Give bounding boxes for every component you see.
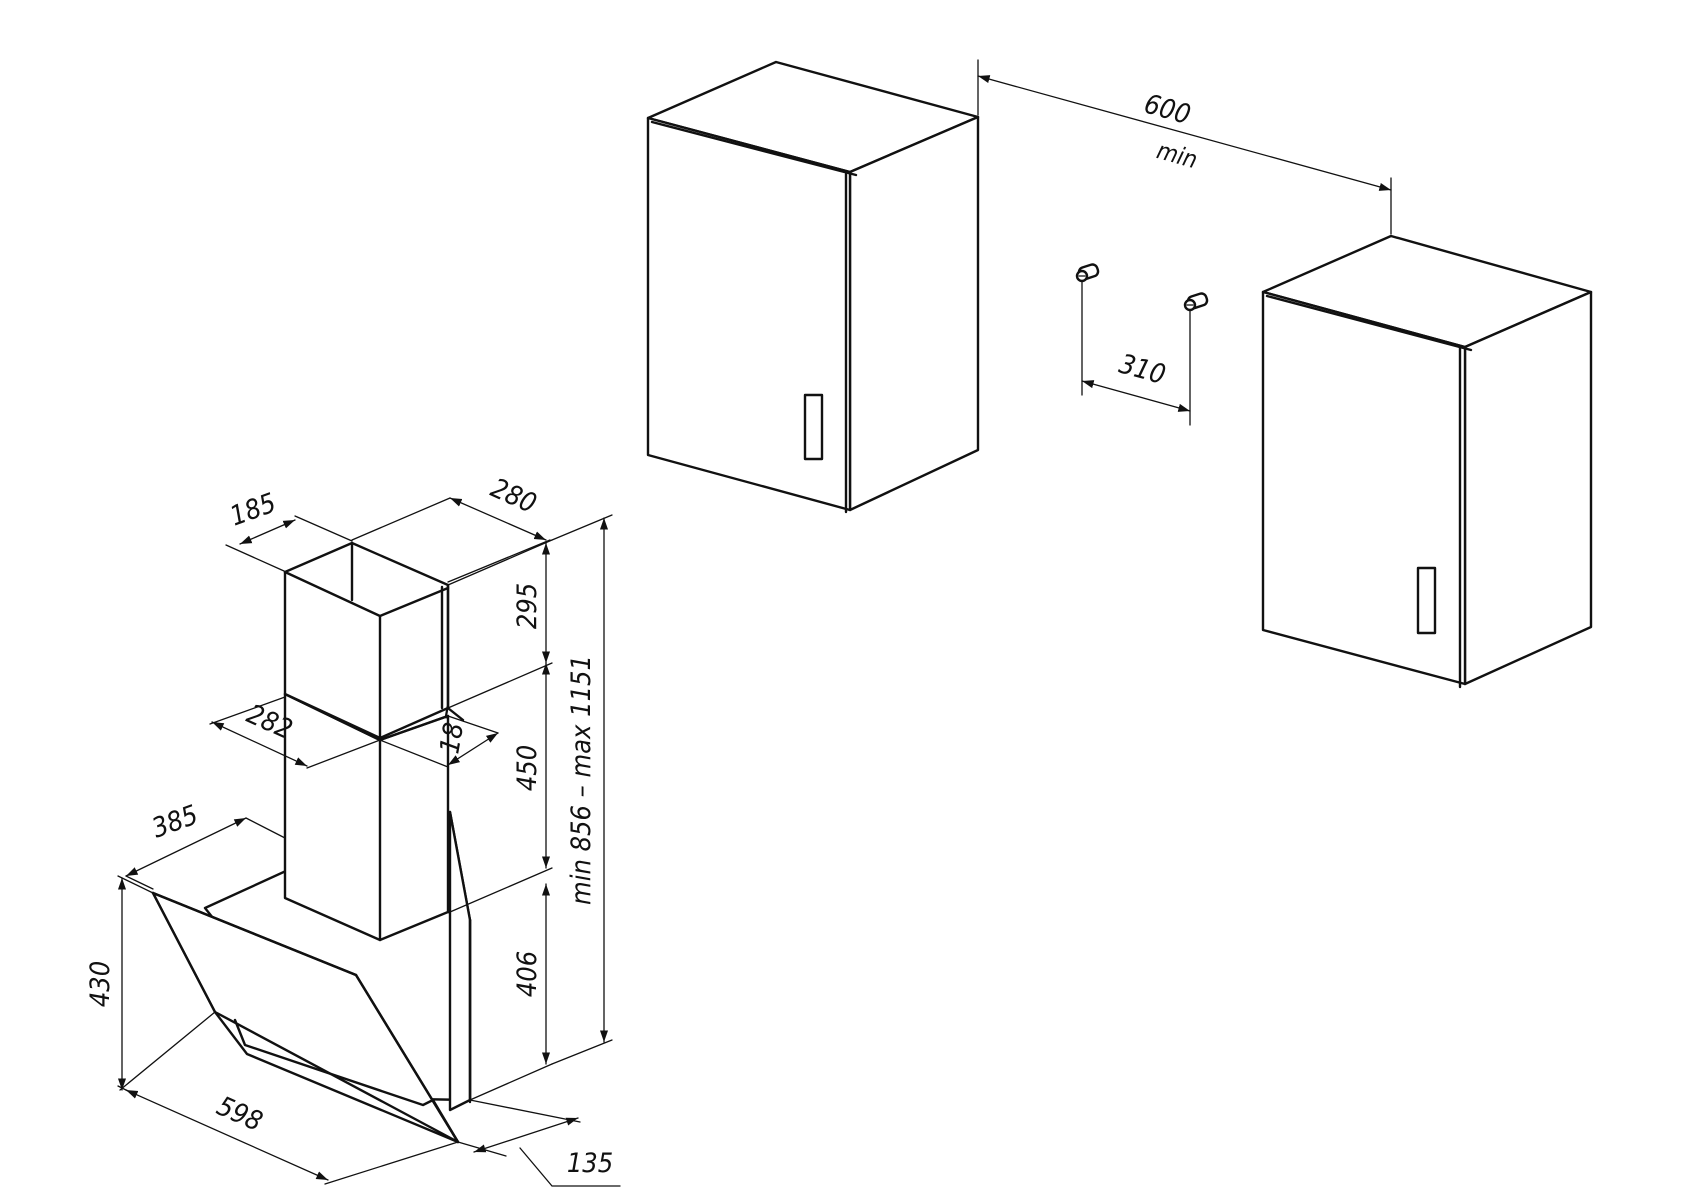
dim-135-label: 135: [567, 1148, 613, 1179]
dim-310-label: 310: [1116, 349, 1169, 391]
dim-385-label: 385: [148, 800, 202, 845]
cooker-hood: [151, 541, 472, 1144]
dim-406-label: 406: [512, 951, 543, 997]
hood-right-side: [448, 810, 472, 1112]
dim-min-label: min: [1154, 136, 1201, 174]
cabinet-left-handle: [803, 393, 824, 461]
dim-cabinet-gap: 600 min: [977, 59, 1392, 235]
mounting-screws: 310: [1075, 263, 1209, 426]
screw-right-icon: [1183, 292, 1209, 312]
dim-450-label: 450: [512, 745, 543, 791]
wall-cabinet-left: [646, 60, 980, 514]
cabinet-left-side: [848, 115, 980, 512]
dim-hood-depth: 385: [125, 800, 286, 890]
cabinet-right-front: [1261, 290, 1467, 686]
screw-left-icon: [1075, 263, 1100, 283]
dim-295-label: 295: [512, 583, 543, 629]
dim-280-label: 280: [486, 473, 541, 520]
cabinet-right-side: [1463, 290, 1593, 686]
cabinet-left-front: [646, 116, 852, 512]
dim-glass-offset: 135: [457, 1099, 621, 1187]
wall-cabinet-right: [1261, 234, 1593, 689]
dim-hood-height: 430: [85, 875, 154, 1093]
dim-total-height-label: min 856 – max 1151: [566, 655, 597, 905]
dim-185-label: 185: [226, 488, 280, 533]
dim-187-label: 187: [434, 704, 473, 756]
dim-600-label: 600: [1141, 89, 1194, 131]
dim-total-height: min 856 – max 1151: [551, 514, 613, 1065]
dim-430-label: 430: [85, 961, 116, 1007]
cabinet-right-handle: [1416, 566, 1437, 635]
dim-vertical-chain: 295 450 406: [447, 539, 553, 1101]
dim-598-label: 598: [212, 1091, 267, 1138]
